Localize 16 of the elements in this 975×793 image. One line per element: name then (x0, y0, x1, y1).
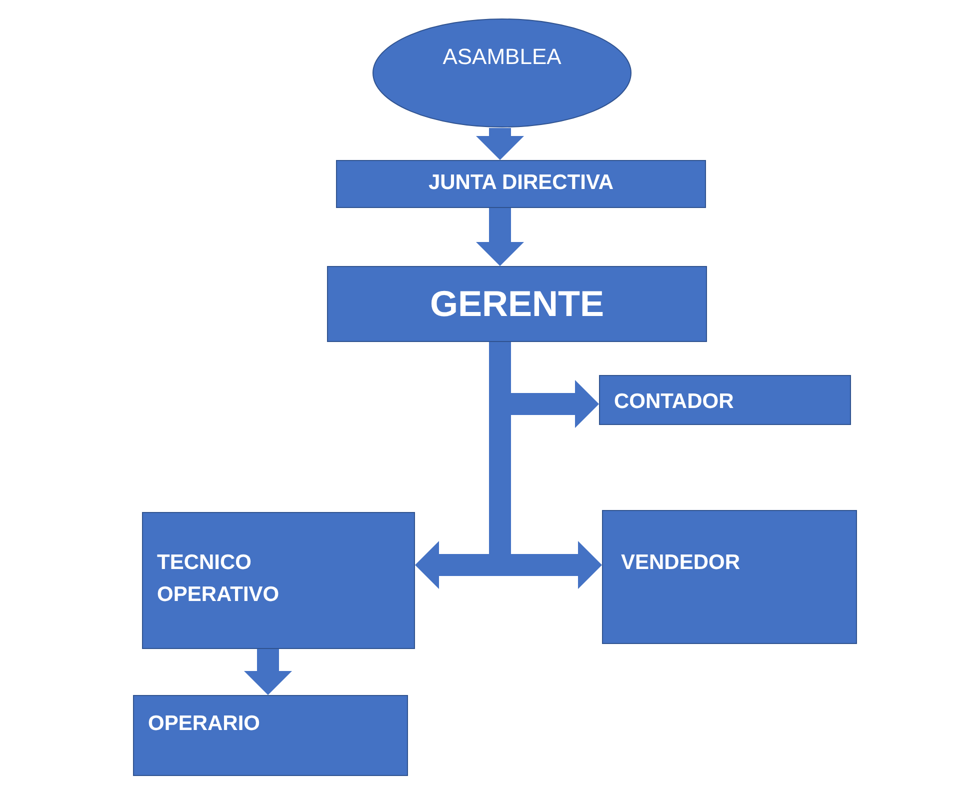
process-box (327, 266, 707, 342)
node-label: VENDEDOR (621, 550, 742, 576)
node-label: ASAMBLEA (442, 43, 562, 71)
node-label: OPERARIO (148, 711, 262, 737)
node-label: CONTADOR (614, 389, 735, 415)
node-label: JUNTA DIRECTIVA (427, 170, 615, 196)
block-arrow (476, 128, 524, 160)
node-label: TECNICO OPERATIVO (157, 550, 280, 608)
process-box (133, 695, 408, 776)
process-box (602, 510, 857, 644)
process-box (142, 512, 415, 649)
process-box (599, 375, 851, 425)
block-arrow (244, 649, 292, 695)
process-box (336, 160, 706, 208)
node-label: GERENTE (428, 282, 606, 326)
block-arrow (476, 208, 524, 266)
